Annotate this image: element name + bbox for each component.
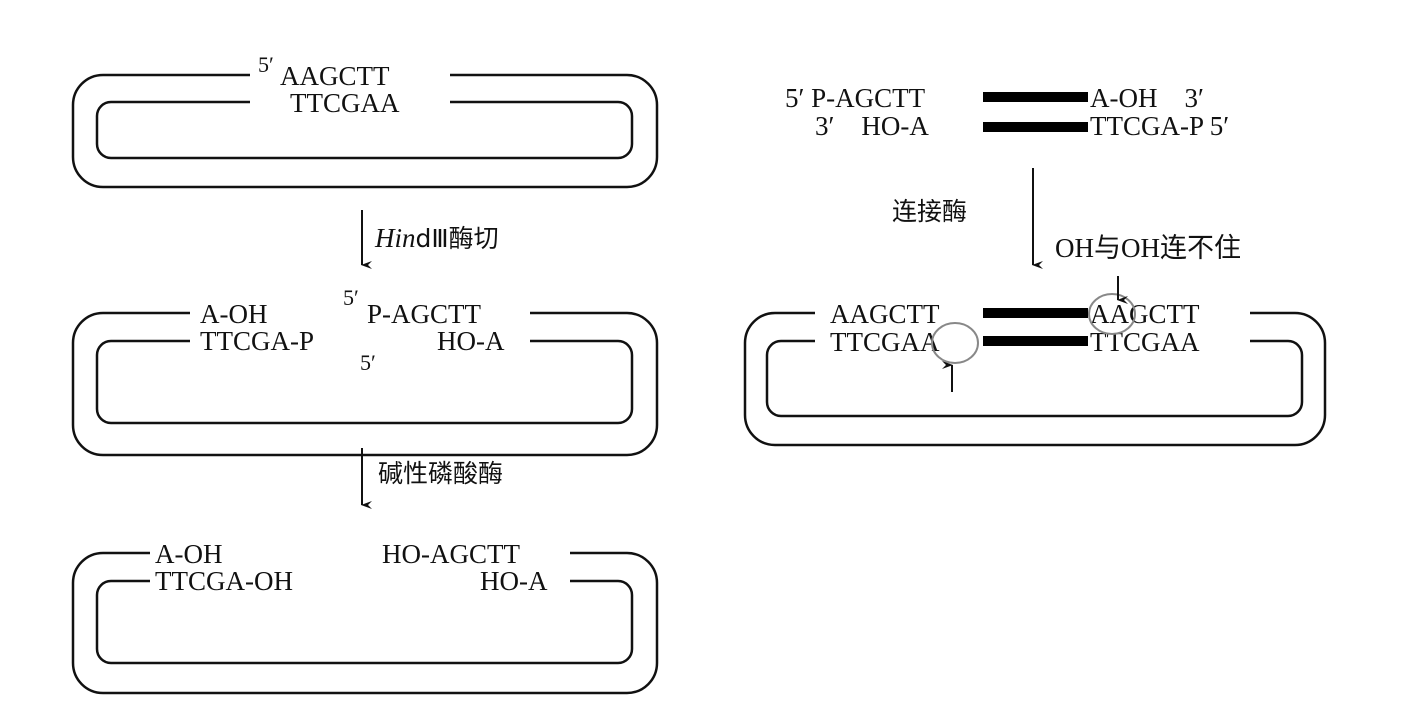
insert-top-left: 5′ P-AGCTT (785, 83, 926, 113)
top-sequence: AAGCTT (280, 61, 390, 91)
bottom-right-end: HO-A (480, 566, 548, 596)
highlight-circle (1088, 293, 1136, 335)
bottom-right-end: HO-A (437, 326, 505, 356)
top-left-end: A-OH (200, 299, 268, 329)
insert-top-right: A-OH 3′ (1090, 83, 1204, 113)
insert-bottom-left: 3′ HO-A (815, 111, 929, 141)
bottom-left-end: TTCGA-OH (155, 566, 293, 596)
result-bottom-right: TTCGAA (1090, 327, 1200, 357)
prime-label: 5′ (258, 52, 274, 77)
top-right-end: P-AGCTT (367, 299, 482, 329)
plasmid-intact: 5′ AAGCTT TTCGAA (71, 52, 659, 189)
step-phosphatase-label: 碱性磷酸酶 (378, 459, 503, 488)
insert-fragment: 5′ P-AGCTT A-OH 3′ 3′ HO-A TTCGA-P 5′ (785, 83, 1229, 141)
highlight-circle (931, 322, 979, 364)
plasmid-dephosphorylated: A-OH HO-AGCTT TTCGA-OH HO-A (71, 535, 659, 695)
plasmid-cut: A-OH 5′ P-AGCTT TTCGA-P 5′ HO-A (71, 285, 659, 457)
insert-bottom-right: TTCGA-P 5′ (1090, 111, 1229, 141)
prime-label: 5′ (360, 350, 376, 375)
top-right-end: HO-AGCTT (382, 539, 520, 569)
prime-label: 5′ (343, 285, 359, 310)
result-top-right: AAGCTT (1090, 299, 1200, 329)
step-hindiii-label: HindⅢ酶切 (374, 223, 499, 253)
plasmid-recombinant: AAGCTT AAGCTT TTCGAA TTCGAA (743, 276, 1327, 447)
top-left-end: A-OH (155, 539, 223, 569)
ligation-note: OH与OH连不住 (1055, 233, 1241, 263)
step-ligase-label: 连接酶 (892, 197, 967, 226)
bottom-sequence: TTCGAA (290, 88, 400, 118)
result-bottom-left: TTCGAA (830, 327, 940, 357)
bottom-left-end: TTCGA-P (200, 326, 314, 356)
result-top-left: AAGCTT (830, 299, 940, 329)
